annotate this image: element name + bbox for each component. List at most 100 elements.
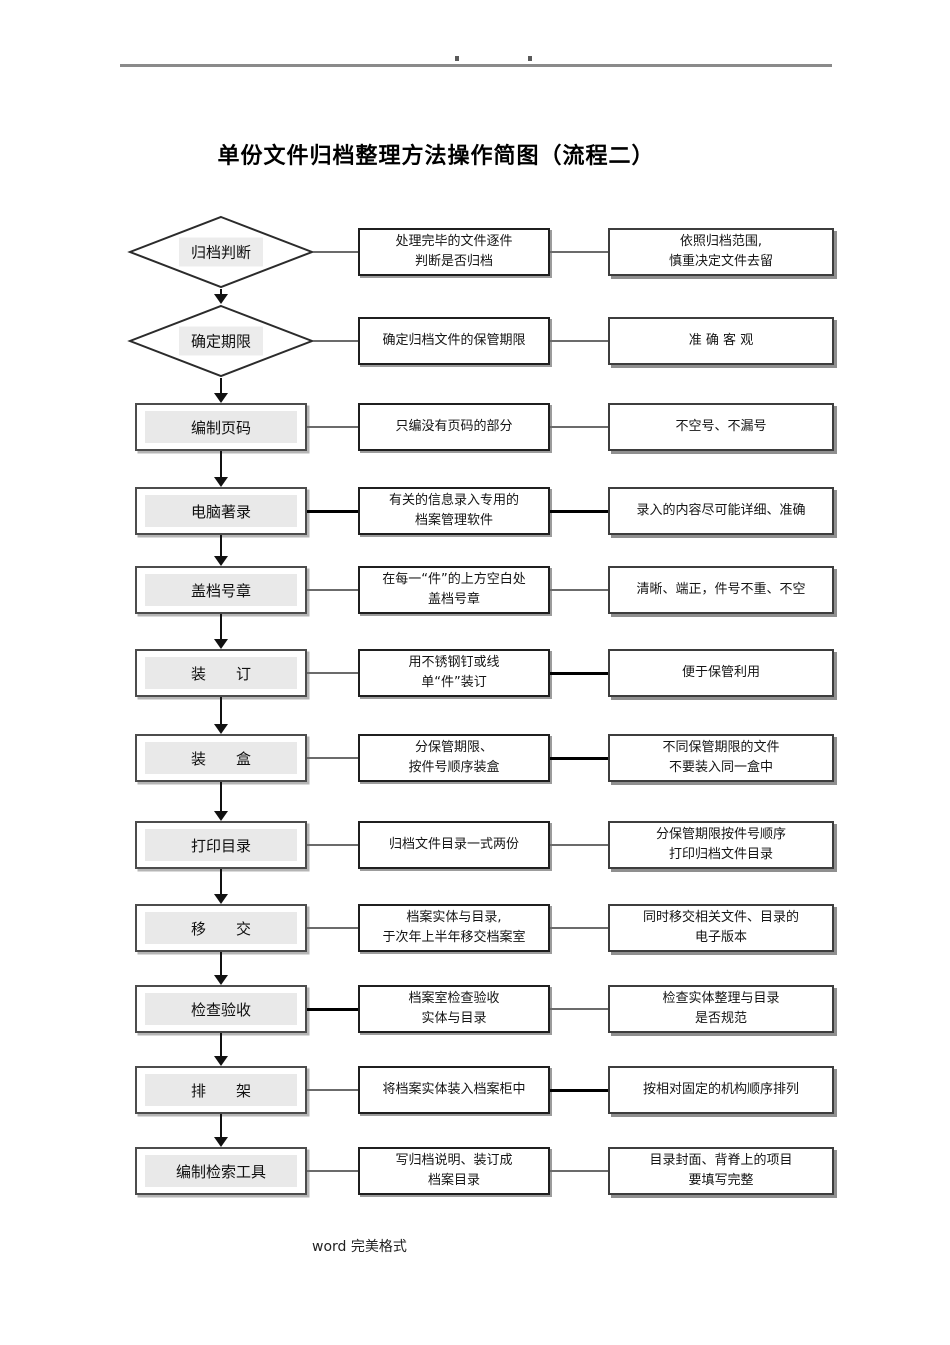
connector-right [550, 251, 608, 253]
header-mark [455, 56, 459, 61]
step-note-box: 不空号、不漏号 [608, 403, 834, 451]
step-description-box: 用不锈钢钉或线 单“件”装订 [358, 649, 550, 697]
connector-left [307, 672, 358, 674]
step-description-box: 分保管期限、 按件号顺序装盒 [358, 734, 550, 782]
down-arrow [214, 869, 228, 904]
connector-right [550, 671, 608, 675]
flow-step-label: 排 架 [145, 1074, 297, 1106]
flow-step-label: 编制检索工具 [145, 1155, 297, 1187]
connector-right [550, 1088, 608, 1092]
step-note-box: 不同保管期限的文件 不要装入同一盒中 [608, 734, 834, 782]
arrow-stem [220, 782, 222, 812]
step-note-box: 依照归档范围, 慎重决定文件去留 [608, 228, 834, 276]
connector-left [307, 1170, 358, 1172]
down-arrow [214, 1033, 228, 1066]
arrow-stem [220, 535, 222, 557]
connector-right [550, 756, 608, 760]
arrow-head-icon [214, 294, 228, 304]
flow-step-label: 装 盒 [145, 742, 297, 774]
connector-right [550, 844, 608, 846]
arrow-stem [220, 1114, 222, 1138]
connector-left [307, 1007, 358, 1011]
down-arrow [214, 614, 228, 649]
down-arrow [214, 782, 228, 821]
flow-step-box: 编制页码 [135, 403, 307, 451]
step-note-box: 按相对固定的机构顺序排列 [608, 1066, 834, 1114]
step-description-box: 写归档说明、装订成 档案目录 [358, 1147, 550, 1195]
connector-left [307, 426, 358, 428]
down-arrow [214, 289, 228, 304]
flow-step-label: 编制页码 [145, 411, 297, 443]
flow-step-label: 打印目录 [145, 829, 297, 861]
step-note-box: 清晰、端正，件号不重、不空 [608, 566, 834, 614]
step-note-box: 便于保管利用 [608, 649, 834, 697]
arrow-head-icon [214, 811, 228, 821]
flow-step-label: 确定期限 [178, 326, 264, 356]
step-description-box: 归档文件目录一式两份 [358, 821, 550, 869]
connector-right [550, 426, 608, 428]
down-arrow [214, 952, 228, 985]
flow-step-box: 装 盒 [135, 734, 307, 782]
step-note-box: 录入的内容尽可能详细、准确 [608, 487, 834, 535]
connector-left [307, 844, 358, 846]
arrow-head-icon [214, 1137, 228, 1147]
flow-step-label: 检查验收 [145, 993, 297, 1025]
arrow-stem [220, 289, 222, 295]
flow-step-box: 编制检索工具 [135, 1147, 307, 1195]
flow-step-box: 电脑著录 [135, 487, 307, 535]
arrow-stem [220, 1033, 222, 1057]
connector-left [313, 340, 358, 342]
connector-right [550, 1008, 608, 1010]
page-title: 单份文件归档整理方法操作简图（流程二） [217, 144, 655, 169]
step-note-box: 目录封面、背脊上的项目 要填写完整 [608, 1147, 834, 1195]
arrow-stem [220, 614, 222, 640]
connector-left [307, 1089, 358, 1091]
connector-right [550, 509, 608, 513]
connector-right [550, 1170, 608, 1172]
flow-step-box: 移 交 [135, 904, 307, 952]
connector-right [550, 589, 608, 591]
step-description-box: 确定归档文件的保管期限 [358, 317, 550, 365]
flow-step-diamond: 确定期限 [127, 304, 315, 378]
down-arrow [214, 535, 228, 566]
down-arrow [214, 378, 228, 403]
arrow-head-icon [214, 724, 228, 734]
connector-right [550, 340, 608, 342]
arrow-head-icon [214, 556, 228, 566]
connector-left [307, 509, 358, 513]
connector-left [307, 757, 358, 759]
header-mark [528, 56, 532, 61]
connector-left [307, 927, 358, 929]
down-arrow [214, 1114, 228, 1147]
flow-step-label: 装 订 [145, 657, 297, 689]
arrow-head-icon [214, 975, 228, 985]
step-description-box: 只编没有页码的部分 [358, 403, 550, 451]
arrow-head-icon [214, 639, 228, 649]
step-description-box: 将档案实体装入档案柜中 [358, 1066, 550, 1114]
arrow-head-icon [214, 894, 228, 904]
step-description-box: 档案室检查验收 实体与目录 [358, 985, 550, 1033]
arrow-head-icon [214, 477, 228, 487]
step-description-box: 在每一“件”的上方空白处 盖档号章 [358, 566, 550, 614]
step-note-box: 检查实体整理与目录 是否规范 [608, 985, 834, 1033]
flow-step-label: 归档判断 [178, 237, 264, 267]
step-description-box: 处理完毕的文件逐件 判断是否归档 [358, 228, 550, 276]
flow-step-label: 移 交 [145, 912, 297, 944]
arrow-stem [220, 952, 222, 976]
down-arrow [214, 451, 228, 487]
flow-step-diamond: 归档判断 [127, 215, 315, 289]
arrow-stem [220, 451, 222, 478]
connector-left [313, 251, 358, 253]
step-description-box: 档案实体与目录, 于次年上半年移交档案室 [358, 904, 550, 952]
arrow-stem [220, 869, 222, 895]
connector-right [550, 927, 608, 929]
arrow-head-icon [214, 1056, 228, 1066]
down-arrow [214, 697, 228, 734]
step-note-box: 分保管期限按件号顺序 打印归档文件目录 [608, 821, 834, 869]
flow-step-label: 电脑著录 [145, 495, 297, 527]
flow-step-box: 检查验收 [135, 985, 307, 1033]
step-note-box: 准 确 客 观 [608, 317, 834, 365]
connector-left [307, 589, 358, 591]
footer-text: word 完美格式 [312, 1239, 407, 1255]
